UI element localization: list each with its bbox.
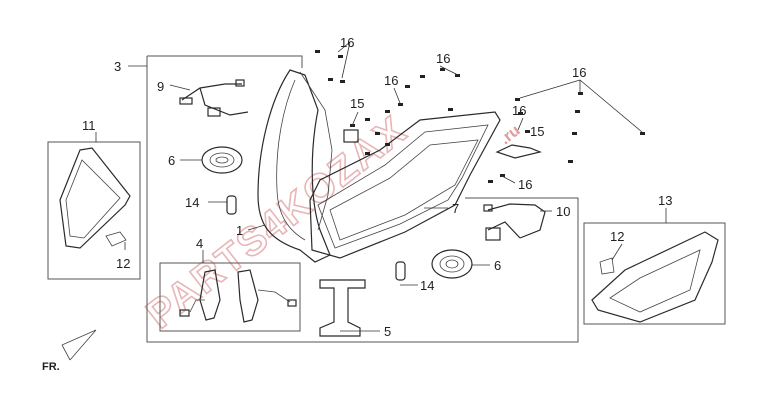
callout-labels: 3 9 6 14 1 11 12 4 5 7 6 14 10 13 12 16 … [42, 35, 672, 373]
side-light-box-13 [583, 222, 726, 325]
callout-1: 1 [236, 223, 243, 238]
callout-4: 4 [196, 236, 203, 251]
wire-box-4 [159, 262, 301, 332]
callout-15-right: 15 [530, 124, 544, 139]
side-light-box-11 [47, 141, 141, 280]
callout-7: 7 [452, 201, 459, 216]
assembly-3-frame [147, 55, 303, 68]
wire-harness-9 [179, 79, 249, 117]
callout-6-lower: 6 [494, 258, 501, 273]
callout-11: 11 [82, 118, 96, 133]
callout-16-e: 16 [512, 103, 526, 118]
callout-16-c: 16 [384, 73, 398, 88]
grommet-6-upper [201, 146, 243, 174]
mount-bracket-15-left [343, 129, 359, 143]
callout-15-left: 15 [350, 96, 364, 111]
screws-16 [315, 50, 645, 183]
callout-16-b: 16 [436, 51, 450, 66]
headlight-housing [257, 69, 333, 263]
position-lamp-wiring-4 [179, 269, 297, 323]
callout-12-right: 12 [610, 229, 624, 244]
callout-16-f: 16 [518, 177, 532, 192]
watermark-text: PARTS4KOZAX [138, 107, 415, 337]
assembly-3-outline [146, 55, 579, 343]
callout-10: 10 [556, 204, 570, 219]
bulb-14-upper [226, 195, 237, 215]
bulb-14-lower [395, 261, 406, 281]
wire-harness-10 [483, 203, 546, 241]
grommet-6-lower [431, 249, 473, 279]
callout-13: 13 [658, 193, 672, 208]
leader-lines [95, 41, 667, 332]
callout-3: 3 [114, 59, 121, 74]
callout-16-d: 16 [572, 65, 586, 80]
callout-14-upper: 14 [185, 195, 199, 210]
bracket-5 [319, 279, 366, 337]
side-light-11 [59, 147, 131, 249]
callout-6-upper: 6 [168, 153, 175, 168]
callout-9: 9 [157, 79, 164, 94]
side-light-13 [591, 231, 719, 323]
watermark: PARTS4KOZAX [138, 107, 416, 338]
mount-bracket-15-right [495, 144, 542, 159]
front-direction-arrow [61, 329, 97, 361]
front-label: FR. [42, 361, 60, 373]
callout-16-a: 16 [340, 35, 354, 50]
callout-5: 5 [384, 324, 391, 339]
callout-14-lower: 14 [420, 278, 434, 293]
callout-12-left: 12 [116, 256, 130, 271]
